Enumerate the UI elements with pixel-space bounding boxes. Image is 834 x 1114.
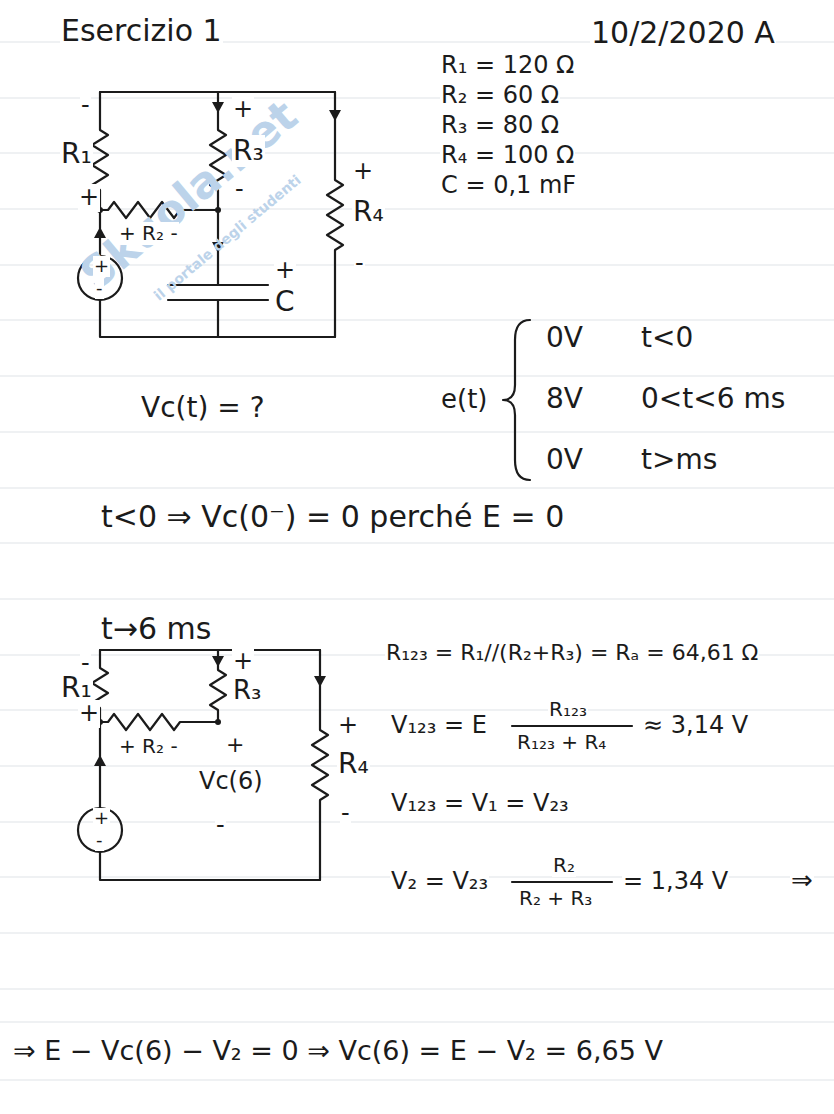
signal-value: 0V [545,444,584,476]
polarity-sign: - [95,278,104,299]
polarity-sign: + [337,712,359,740]
parameter-value: R₁ = 120 Ω [440,52,575,80]
fraction-numerator: R₁₂₃ [548,698,588,721]
polarity-sign: + [225,732,245,757]
polarity-sign: + [274,257,296,285]
implication: ⇒ [790,866,814,896]
time-range: t<0 [640,322,694,354]
resistor-label: R₃ [232,676,263,706]
polarity-sign: + [78,184,100,212]
fraction-numerator: R₂ [552,854,576,877]
solution-step: t<0 ⇒ Vc(0⁻) = 0 perché E = 0 [100,500,565,535]
equation: R₁₂₃ = R₁//(R₂+R₃) = Rₐ = 64,61 Ω [385,640,759,665]
exercise-title: Esercizio 1 [60,14,223,49]
equation: V₁₂₃ = V₁ = V₂₃ [390,790,570,818]
resistor-label: + R₂ - [118,735,179,758]
equation-result: = 1,34 V [622,868,729,896]
parameter-value: R₂ = 60 Ω [440,82,560,110]
resistor-label: R₃ [232,135,265,167]
resistor-label: R₁ [60,138,93,170]
polarity-sign: + [93,256,110,277]
parameter-value: R₃ = 80 Ω [440,112,560,140]
polarity-sign: + [232,648,254,676]
fraction-denominator: R₁₂₃ + R₄ [516,731,607,754]
polarity-sign: - [340,800,351,828]
polarity-sign: - [80,92,91,120]
signal-value: 8V [545,383,584,415]
polarity-sign: + [78,700,100,728]
parameter-value: R₄ = 100 Ω [440,142,575,170]
voltage-label: Vc(6) [198,768,264,796]
signal-value: 0V [545,322,584,354]
capacitor-label: C [274,286,296,318]
equation: V₂ = V₂₃ [390,868,489,896]
resistor-label: R₄ [352,196,385,228]
resistor-label: R₄ [337,748,370,780]
polarity-sign: - [234,176,245,204]
time-range: t>ms [640,444,718,476]
equation: V₁₂₃ = E [390,712,488,740]
polarity-sign: + [352,158,374,186]
signal-name: e(t) [440,385,488,415]
solution-step: t→6 ms [100,612,212,647]
question: Vc(t) = ? [140,392,266,424]
polarity-sign: - [215,812,226,840]
equation: ⇒ E − Vc(6) − V₂ = 0 ⇒ Vc(6) = E − V₂ = … [12,1035,664,1066]
equation-result: ≈ 3,14 V [642,712,749,740]
polarity-sign: - [95,830,104,851]
polarity-sign: + [232,96,254,124]
resistor-label: + R₂ - [118,222,179,245]
parameter-value: C = 0,1 mF [440,172,577,200]
time-range: 0<t<6 ms [640,383,786,415]
polarity-sign: + [93,808,110,829]
polarity-sign: - [354,250,365,278]
date: 10/2/2020 A [590,16,776,51]
fraction-denominator: R₂ + R₃ [518,887,593,910]
